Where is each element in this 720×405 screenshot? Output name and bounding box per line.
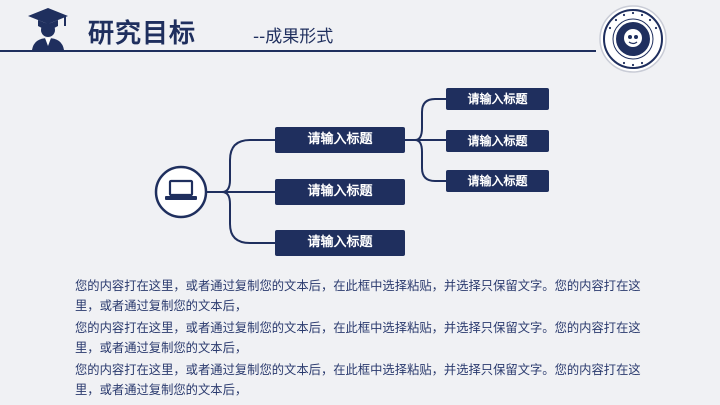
- header-divider: [0, 50, 596, 52]
- page-title: 研究目标: [88, 19, 197, 49]
- connector-l2-1: [405, 98, 447, 141]
- paragraph: 您的内容打在这里，或者通过复制您的文本后，在此框中选择粘贴，并选择只保留文字。您…: [75, 279, 641, 313]
- connector-l2-3: [405, 139, 447, 182]
- center-node-circle: [154, 165, 208, 219]
- level1-node-1: 请输入标题: [275, 127, 405, 153]
- connector-l1-1: [206, 139, 275, 193]
- paragraph: 您的内容打在这里，或者通过复制您的文本后，在此框中选择粘贴，并选择只保留文字。您…: [75, 363, 641, 397]
- page-subtitle: --成果形式: [253, 27, 334, 47]
- level1-node-3: 请输入标题: [275, 230, 405, 256]
- paragraph: 您的内容打在这里，或者通过复制您的文本后，在此框中选择粘贴，并选择只保留文字。您…: [75, 321, 641, 355]
- mind-map-connectors: [154, 98, 447, 244]
- header: 研究目标 --成果形式: [0, 0, 720, 73]
- graduate-avatar-icon: [28, 8, 68, 50]
- level2-node-2: 请输入标题: [446, 130, 549, 152]
- level2-node-3: 请输入标题: [446, 170, 549, 192]
- level1-node-2: 请输入标题: [275, 179, 405, 205]
- laptop-icon: [165, 179, 197, 200]
- school-seal-logo: [599, 5, 667, 73]
- level2-node-1: 请输入标题: [446, 88, 549, 110]
- description-text: 您的内容打在这里，或者通过复制您的文本后，在此框中选择粘贴，并选择只保留文字。您…: [75, 276, 665, 402]
- connector-l1-3: [206, 191, 275, 244]
